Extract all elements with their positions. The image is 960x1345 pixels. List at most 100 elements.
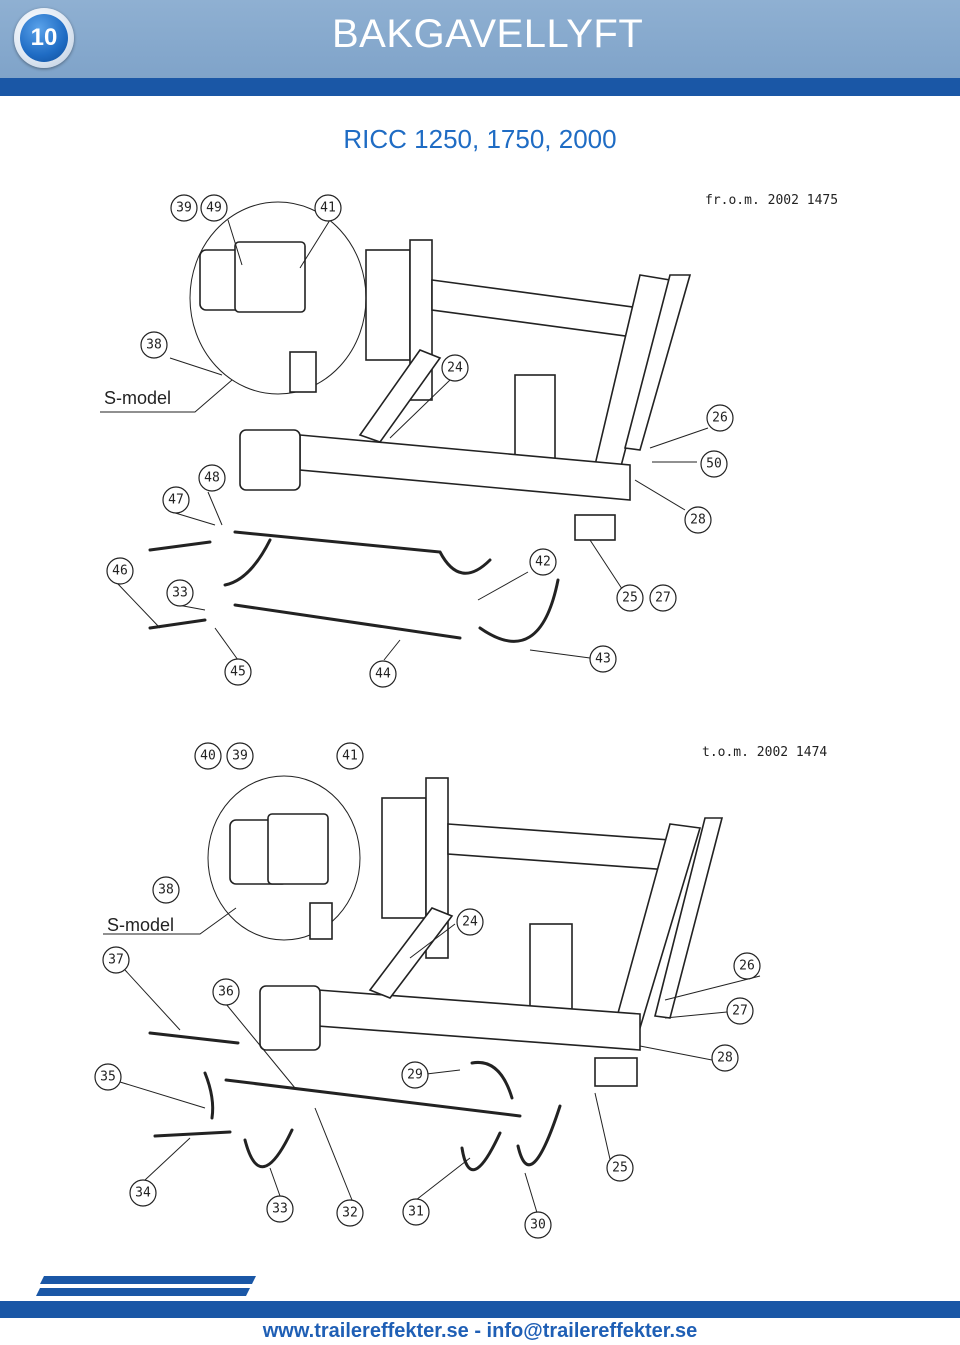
- callout-circle: [733, 952, 761, 980]
- callout-circle: [700, 450, 728, 478]
- smodel-underline: [103, 907, 237, 935]
- callout-circle: [336, 1199, 364, 1227]
- exploded-diagram-2: t.o.m. 2002 1474 S-model 40 39 41 38 24 …: [94, 742, 827, 1239]
- callout-label: 33: [172, 586, 188, 601]
- callout-circle: [94, 1063, 122, 1091]
- callout-label: 50: [706, 457, 722, 472]
- footer-contact[interactable]: www.trailereffekter.se - info@trailereff…: [262, 1320, 698, 1342]
- callout-circle: [226, 742, 254, 770]
- smodel-label: S-model: [107, 915, 174, 935]
- callout-circle: [200, 194, 228, 222]
- detail-bubble: [207, 775, 361, 941]
- callout-circle: [224, 658, 252, 686]
- serial-range-text: t.o.m. 2002 1474: [702, 745, 827, 760]
- hose-33b: [243, 1128, 294, 1169]
- callout-label: 24: [462, 915, 478, 930]
- callout-circle: [106, 557, 134, 585]
- callout-circle: [198, 464, 226, 492]
- main-beam: [317, 989, 641, 1051]
- smodel-underline: [100, 379, 233, 413]
- hose-34: [153, 1130, 232, 1138]
- hose-33: [223, 538, 272, 587]
- callout-label: 37: [108, 953, 124, 968]
- serial-range-text: fr.o.m. 2002 1475: [705, 193, 838, 208]
- callout-label: 46: [112, 564, 128, 579]
- callout-circle: [616, 584, 644, 612]
- mount-plate-right: [514, 374, 556, 471]
- callout-label: 47: [168, 493, 184, 508]
- header-rule: [0, 78, 960, 96]
- callout-label: 48: [204, 471, 220, 486]
- callout-label: 41: [342, 749, 358, 764]
- control-box: [259, 985, 321, 1051]
- callout-label: 39: [232, 749, 248, 764]
- callout-label: 45: [230, 665, 246, 680]
- callout-label: 38: [158, 883, 174, 898]
- callout-label: 36: [218, 985, 234, 1000]
- callout-circle: [266, 1195, 294, 1223]
- callout-label: 44: [375, 667, 391, 682]
- chapter-badge: 10: [14, 8, 74, 68]
- callout-label: 29: [407, 1068, 423, 1083]
- callout-label: 26: [712, 411, 728, 426]
- strut-left: [368, 907, 454, 999]
- callout-label: 34: [135, 1186, 151, 1201]
- callout-label: 40: [200, 749, 216, 764]
- callout-group: 40 39 41 38 24 37 36 26 27 28 35 29 25 3…: [94, 742, 761, 1239]
- callout-circle: [441, 354, 469, 382]
- callout-label: 43: [595, 652, 611, 667]
- hose-37: [148, 1031, 240, 1045]
- hose-long-top: [233, 530, 492, 575]
- callout-label: 32: [342, 1206, 358, 1221]
- callout-label: 25: [612, 1161, 628, 1176]
- main-beam: [299, 434, 631, 501]
- gas-cylinder: [623, 274, 692, 451]
- callout-circle: [649, 584, 677, 612]
- chapter-number: 10: [20, 14, 68, 62]
- control-box-back: [234, 241, 306, 313]
- hose-44: [233, 603, 462, 640]
- callout-label: 33: [272, 1202, 288, 1217]
- callout-label: 30: [530, 1218, 546, 1233]
- callout-label: 35: [100, 1070, 116, 1085]
- callout-circle: [166, 579, 194, 607]
- hose-30: [516, 1104, 562, 1167]
- hose-29: [470, 1060, 514, 1100]
- callout-label: 49: [206, 201, 222, 216]
- strut-left: [358, 349, 442, 443]
- callout-label: 27: [655, 591, 671, 606]
- cross-tube: [431, 279, 641, 339]
- end-cap: [574, 514, 616, 541]
- smodel-label: S-model: [104, 388, 171, 408]
- callout-label: 28: [690, 513, 706, 528]
- hose-47: [148, 540, 212, 552]
- callout-group: 39 49 41 38 24 26 50 28 48 47 46 33 42 2…: [106, 194, 734, 688]
- control-box: [239, 429, 301, 491]
- callout-circle: [456, 908, 484, 936]
- leader-lines: [119, 923, 761, 1217]
- hose-31: [460, 1131, 502, 1172]
- callout-label: 24: [447, 361, 463, 376]
- callout-circle: [140, 331, 168, 359]
- callout-label: 31: [408, 1205, 424, 1220]
- callout-label: 39: [176, 201, 192, 216]
- header-bar: [0, 0, 960, 78]
- model-subtitle: RICC 1250, 1750, 2000: [343, 124, 617, 154]
- callout-label: 27: [732, 1004, 748, 1019]
- callout-circle: [711, 1044, 739, 1072]
- callout-circle: [194, 742, 222, 770]
- page-title: BAKGAVELLYFT: [332, 12, 644, 56]
- callout-label: 25: [622, 591, 638, 606]
- end-cap: [594, 1057, 638, 1087]
- callout-circle: [402, 1198, 430, 1226]
- trailereffekter-logo: [36, 1276, 256, 1296]
- callout-circle: [606, 1154, 634, 1182]
- logo-stripe: [40, 1276, 256, 1284]
- callout-circle: [102, 946, 130, 974]
- cover-plate-detail: [309, 902, 333, 940]
- callout-circle: [162, 486, 190, 514]
- control-box-back: [267, 813, 329, 885]
- callout-circle: [706, 404, 734, 432]
- hose-35: [203, 1071, 215, 1120]
- exploded-diagram-1: fr.o.m. 2002 1475 S-model 39 49 41 38 24…: [100, 193, 838, 688]
